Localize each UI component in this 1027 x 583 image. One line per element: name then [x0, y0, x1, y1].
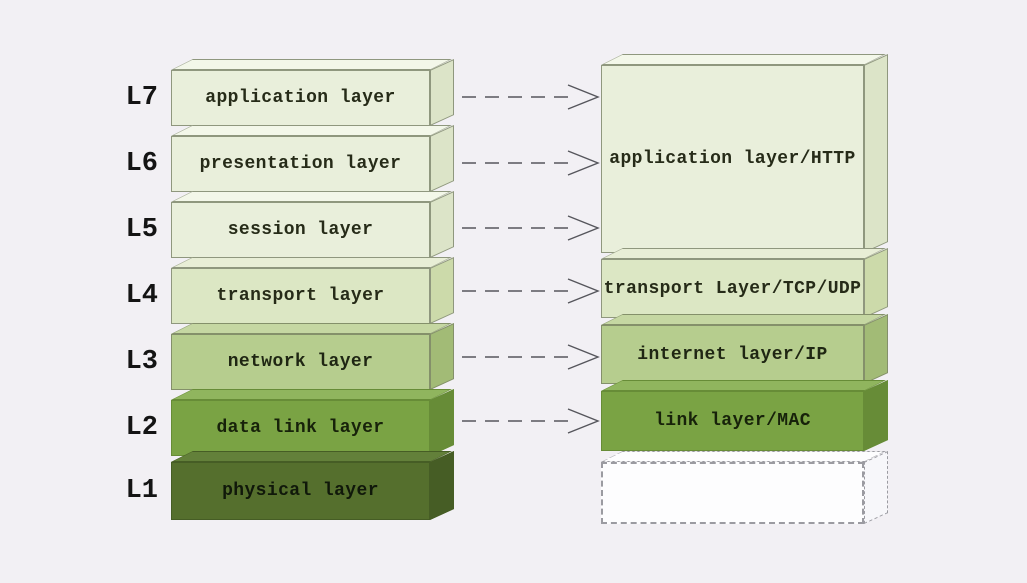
box-side-face	[430, 191, 454, 258]
mapping-arrow-l3	[460, 343, 600, 376]
osi-box-transport: transport layer	[171, 257, 454, 324]
osi-layer-label: data link layer	[216, 418, 385, 438]
box-front-face: transport Layer/TCP/UDP	[601, 259, 864, 318]
osi-layer-label: network layer	[227, 352, 374, 372]
box-side-face	[430, 451, 454, 520]
box-top-face	[171, 59, 452, 70]
box-side-face	[864, 248, 888, 318]
osi-level-tag-l1: L1	[125, 476, 158, 506]
tcpip-box-application: application layer/HTTP	[601, 54, 888, 254]
box-top-face	[171, 257, 452, 268]
osi-level-tag-l7: L7	[125, 83, 158, 113]
mapping-arrow-l6	[460, 149, 600, 182]
box-front-face: presentation layer	[171, 136, 430, 192]
osi-box-session: session layer	[171, 191, 454, 258]
box-top-face	[601, 451, 886, 462]
box-top-face	[171, 125, 452, 136]
box-front-face	[601, 462, 864, 524]
osi-layer-label: session layer	[227, 220, 374, 240]
osi-layer-label: physical layer	[222, 481, 379, 501]
box-front-face: data link layer	[171, 400, 430, 456]
box-top-face	[601, 54, 886, 65]
box-front-face: session layer	[171, 202, 430, 258]
box-side-face	[430, 257, 454, 324]
box-side-face	[864, 380, 888, 451]
box-side-face	[864, 54, 888, 254]
box-top-face	[601, 248, 886, 259]
box-top-face	[601, 380, 886, 391]
mapping-arrow-l5	[460, 214, 600, 247]
box-side-face	[430, 389, 454, 456]
osi-layer-label: application layer	[205, 88, 396, 108]
tcpip-layer-label: application layer/HTTP	[609, 149, 856, 169]
box-top-face	[601, 314, 886, 325]
box-top-face	[171, 323, 452, 334]
osi-level-tag-l2: L2	[125, 413, 158, 443]
osi-box-datalink: data link layer	[171, 389, 454, 456]
box-front-face: internet layer/IP	[601, 325, 864, 384]
box-front-face: physical layer	[171, 462, 430, 520]
box-front-face: application layer	[171, 70, 430, 126]
tcpip-box-transport: transport Layer/TCP/UDP	[601, 248, 888, 318]
mapping-arrow-l2	[460, 407, 600, 440]
osi-box-physical: physical layer	[171, 451, 454, 520]
box-front-face: network layer	[171, 334, 430, 390]
box-side-face	[864, 451, 888, 524]
tcpip-box-link: link layer/MAC	[601, 380, 888, 451]
osi-layer-label: transport layer	[216, 286, 385, 306]
box-front-face: link layer/MAC	[601, 391, 864, 451]
mapping-arrow-l4	[460, 277, 600, 310]
box-top-face	[171, 389, 452, 400]
box-top-face	[171, 451, 452, 462]
osi-box-presentation: presentation layer	[171, 125, 454, 192]
osi-layer-label: presentation layer	[199, 154, 402, 174]
tcpip-layer-label: link layer/MAC	[654, 411, 811, 431]
box-side-face	[864, 314, 888, 384]
tcpip-layer-label: internet layer/IP	[637, 344, 828, 365]
tcpip-layer-label: transport Layer/TCP/UDP	[603, 278, 862, 299]
box-side-face	[430, 323, 454, 390]
box-side-face	[430, 59, 454, 126]
box-front-face: application layer/HTTP	[601, 65, 864, 253]
osi-box-network: network layer	[171, 323, 454, 390]
osi-level-tag-l3: L3	[125, 347, 158, 377]
osi-level-tag-l5: L5	[125, 215, 158, 245]
box-side-face	[430, 125, 454, 192]
tcpip-box-empty-placeholder	[601, 451, 888, 524]
tcpip-box-internet: internet layer/IP	[601, 314, 888, 384]
osi-level-tag-l6: L6	[125, 149, 158, 179]
osi-level-tag-l4: L4	[125, 281, 158, 311]
box-top-face	[171, 191, 452, 202]
osi-box-application: application layer	[171, 59, 454, 126]
mapping-arrow-l7	[460, 83, 600, 116]
box-front-face: transport layer	[171, 268, 430, 324]
